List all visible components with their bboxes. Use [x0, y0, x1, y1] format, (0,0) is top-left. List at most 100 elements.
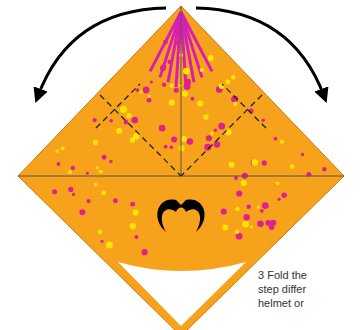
paper-dot	[170, 145, 174, 149]
paper-dot	[186, 138, 193, 145]
fold-dashed-line	[96, 84, 140, 128]
fold-dashed-line	[100, 95, 181, 176]
fold-dashed-line	[181, 95, 262, 176]
paper-dot	[197, 101, 203, 107]
paper-dot	[98, 229, 103, 234]
paper-dot	[243, 221, 247, 225]
pink-ray	[181, 12, 212, 71]
paper-dot	[133, 209, 139, 215]
paper-dot	[143, 87, 150, 94]
paper-dot	[68, 187, 73, 192]
paper-dot	[183, 68, 190, 75]
paper-dot	[120, 106, 127, 113]
paper-dot	[260, 209, 264, 213]
paper-dot	[242, 221, 248, 227]
paper-dot	[257, 221, 264, 228]
paper-dot	[130, 223, 136, 229]
paper-diamond	[18, 6, 344, 330]
paper-dot	[147, 98, 152, 103]
paper-dot	[86, 172, 89, 175]
paper-dot	[94, 183, 97, 186]
paper-dot	[148, 95, 151, 98]
paper-dot	[176, 40, 181, 45]
paper-dot	[136, 88, 140, 92]
paper-dot	[116, 128, 122, 134]
paper-dot	[68, 170, 72, 174]
paper-dot	[99, 170, 103, 174]
paper-dot	[191, 97, 195, 101]
paper-dot	[160, 65, 166, 71]
paper-dot	[150, 80, 153, 83]
paper-dot	[134, 235, 138, 239]
crease-line	[181, 6, 182, 176]
paper-dot	[261, 119, 264, 122]
paper-dot	[101, 190, 106, 195]
paper-dot	[139, 90, 143, 94]
paper-dot	[184, 79, 190, 85]
fold-arrow	[38, 8, 166, 96]
paper-dot	[170, 84, 175, 89]
paper-dot	[106, 242, 113, 249]
paper-dot	[322, 167, 327, 172]
paper-dot	[235, 207, 239, 211]
paper-dot	[262, 202, 269, 209]
paper-dot	[163, 40, 168, 45]
paper-dot	[142, 249, 146, 253]
paper-dot	[181, 136, 187, 142]
paper-dot	[262, 160, 267, 165]
paper-dot	[79, 209, 85, 215]
paper-dot	[281, 193, 286, 198]
paper-dot	[203, 114, 208, 119]
paper-dot	[109, 160, 112, 163]
paper-dot	[214, 141, 220, 147]
paper-dot	[102, 155, 107, 160]
paper-dot	[126, 113, 131, 118]
paper-dot	[290, 164, 295, 169]
paper-dot	[86, 199, 90, 203]
paper-dot	[231, 75, 235, 79]
paper-dot	[270, 220, 276, 226]
paper-dot	[142, 249, 148, 255]
face-curl	[157, 200, 204, 232]
paper-dot	[301, 153, 304, 156]
paper-dot	[221, 208, 227, 214]
paper-dot	[214, 128, 218, 132]
fold-dashed-line	[222, 84, 266, 128]
paper-dot	[101, 240, 104, 243]
paper-dot	[273, 137, 277, 141]
paper-dot	[167, 60, 171, 64]
paper-dot	[251, 159, 258, 166]
paper-dot	[250, 225, 253, 228]
paper-dot	[210, 132, 214, 136]
paper-dot	[174, 88, 179, 93]
paper-dot	[206, 135, 212, 141]
paper-dot	[222, 225, 228, 231]
paper-dot	[93, 140, 98, 145]
paper-dot	[164, 145, 168, 149]
paper-dot	[56, 149, 59, 152]
instruction-text: helmet or	[257, 297, 305, 310]
paper-dot	[96, 166, 99, 169]
paper-dot	[246, 205, 250, 209]
paper-dot	[109, 119, 113, 123]
paper-dot	[131, 117, 138, 124]
paper-dot	[219, 83, 225, 89]
paper-dot	[159, 125, 166, 132]
paper-dot	[278, 198, 281, 201]
paper-dot	[280, 140, 284, 144]
paper-dot	[169, 100, 175, 106]
paper-dot	[113, 198, 118, 203]
paper-dot	[72, 193, 75, 196]
paper-dot	[229, 162, 235, 168]
paper-dot	[236, 190, 242, 196]
paper-dot	[257, 206, 260, 209]
paper-dots	[52, 28, 327, 255]
paper-dot	[130, 202, 135, 207]
paper-dot	[200, 68, 204, 72]
paper-dot	[52, 189, 57, 194]
paper-dot	[171, 136, 177, 142]
paper-dot	[208, 55, 214, 61]
paper-dot	[179, 145, 185, 151]
instruction-text: 3 Fold the	[257, 269, 308, 282]
fold-arrow	[196, 8, 324, 96]
